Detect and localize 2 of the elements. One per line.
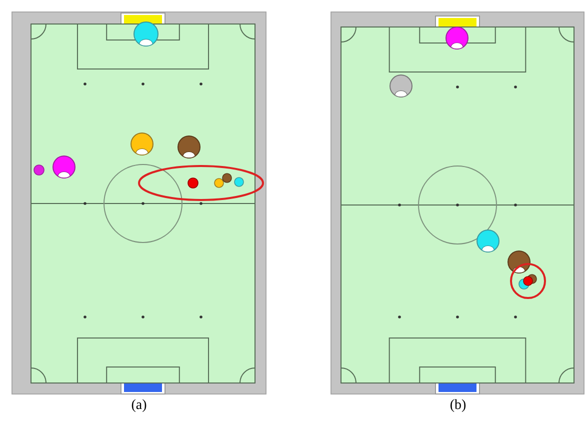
panel-label: (a) <box>131 398 147 414</box>
panel-label: (b) <box>450 398 466 414</box>
